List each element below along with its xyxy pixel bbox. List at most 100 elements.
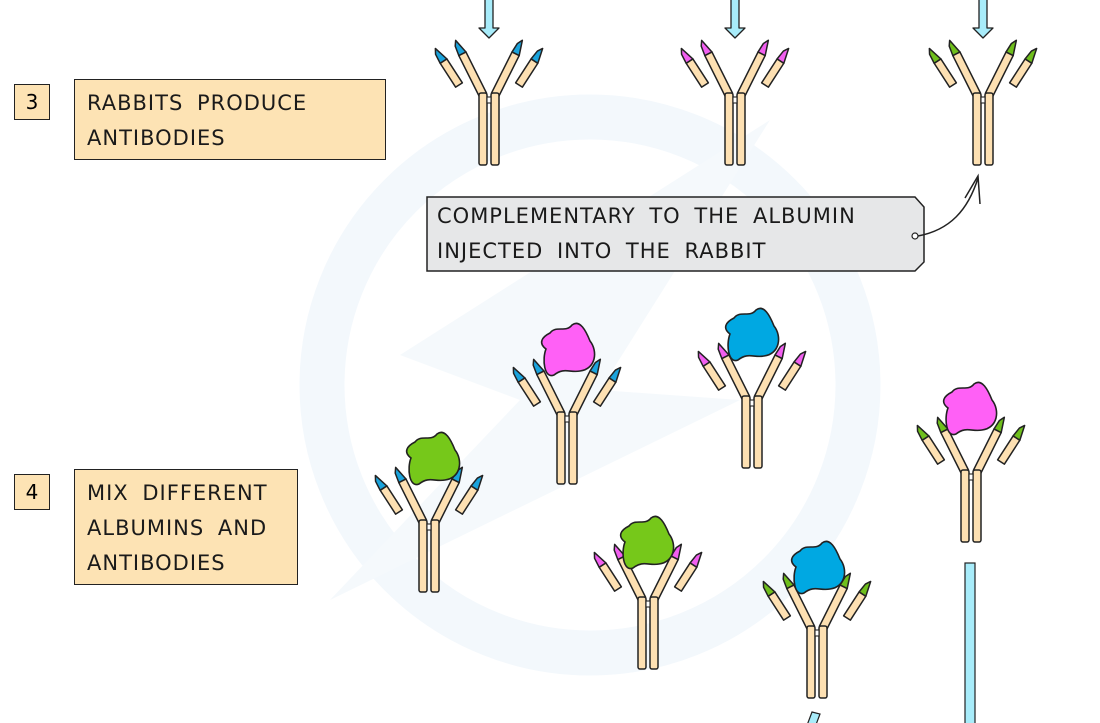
light-chain-right — [454, 474, 484, 515]
antigen-binding-tip — [757, 39, 770, 57]
albumin-6 — [942, 381, 998, 436]
stem-left — [418, 519, 428, 593]
antigen-binding-tip — [530, 47, 544, 64]
antigen-binding-tip — [776, 47, 790, 64]
light-chain-left — [434, 47, 464, 88]
antibody-albumin-complex-1 — [512, 322, 622, 485]
step4-antibody-2 — [697, 342, 807, 469]
disulfide-bridge — [980, 96, 986, 104]
light-chain-left — [916, 424, 946, 465]
light-chain-right — [514, 47, 544, 88]
albumin-2 — [724, 307, 780, 362]
antibody-albumin-complex-5 — [762, 540, 872, 699]
antigen-binding-tip — [689, 551, 703, 568]
antigen-binding-tip — [697, 350, 711, 367]
antigen-binding-tip — [717, 342, 730, 360]
down-arrow-2 — [724, 0, 746, 39]
antigen-binding-tip — [782, 572, 795, 590]
stem-right — [568, 411, 578, 485]
antigen-binding-tip — [680, 47, 694, 64]
antigen-binding-tip — [374, 474, 388, 491]
albumin-1 — [540, 322, 596, 377]
heavy-arm-left — [700, 39, 734, 98]
step3-antibody-1 — [434, 39, 544, 166]
antigen-binding-tip — [670, 543, 683, 561]
callout-box — [426, 173, 981, 272]
antigen-binding-tip — [993, 416, 1006, 434]
stem-right — [972, 469, 982, 543]
disulfide-bridge — [645, 600, 651, 608]
disulfide-bridge — [486, 96, 492, 104]
step4-antibody-4 — [593, 543, 703, 670]
heavy-arm-left — [454, 39, 488, 98]
down-arrow-shaft — [964, 562, 976, 723]
light-chain-right — [673, 551, 703, 592]
callout-text: COMPLEMENTARY TO THE ALBUMIN INJECTED IN… — [437, 199, 856, 269]
antigen-binding-tip — [394, 466, 407, 484]
step3-antibody-2 — [680, 39, 790, 166]
step-4-label: MIX DIFFERENT ALBUMINS AND ANTIBODIES — [74, 469, 298, 585]
diagonal-arrow-shaft — [807, 711, 821, 723]
light-chain-left — [512, 366, 542, 407]
stem-left — [637, 596, 647, 670]
antigen-binding-tip — [511, 39, 524, 57]
light-chain-left — [762, 580, 792, 621]
antigen-binding-tip — [762, 580, 776, 597]
light-chain-right — [996, 424, 1026, 465]
callout-line-2: INJECTED INTO THE RABBIT — [437, 239, 767, 263]
callout-line-1: COMPLEMENTARY TO THE ALBUMIN — [437, 204, 856, 228]
stem-left — [724, 92, 734, 166]
step3-antibody-3 — [928, 39, 1038, 166]
disulfide-bridge — [968, 473, 974, 481]
stem-left — [972, 92, 982, 166]
antigen-binding-tip — [1012, 424, 1026, 441]
step-number-4: 4 — [14, 474, 50, 510]
light-chain-left — [928, 47, 958, 88]
step4-antibody-1 — [512, 358, 622, 485]
antigen-binding-tip — [793, 350, 807, 367]
albumin-3 — [405, 431, 461, 486]
step-number-3: 3 — [14, 84, 50, 120]
antibody-albumin-complex-3 — [374, 431, 484, 593]
antigen-binding-tip — [512, 366, 526, 383]
antigen-binding-tip — [774, 342, 787, 360]
antigen-binding-tip — [1005, 39, 1018, 57]
step-4-line-1: MIX DIFFERENT — [87, 481, 268, 505]
down-arrow-1 — [478, 0, 500, 39]
antigen-binding-tip — [608, 366, 622, 383]
antigen-binding-tip — [470, 474, 484, 491]
disulfide-bridge — [564, 415, 570, 423]
light-chain-left — [680, 47, 710, 88]
antigen-binding-tip — [948, 39, 961, 57]
stem-right — [649, 596, 659, 670]
light-chain-right — [842, 580, 872, 621]
antigen-binding-tip — [916, 424, 930, 441]
heavy-arm-right — [490, 39, 524, 98]
antibody-albumin-complex-4 — [593, 515, 703, 670]
stem-right — [984, 92, 994, 166]
stem-right — [490, 92, 500, 166]
light-chain-left — [593, 551, 623, 592]
light-chain-right — [760, 47, 790, 88]
disulfide-bridge — [426, 523, 432, 531]
stem-left — [478, 92, 488, 166]
antigen-binding-tip — [858, 580, 872, 597]
light-chain-left — [374, 474, 404, 515]
callout-curve-arrow — [917, 177, 979, 237]
antibody-albumin-complex-6 — [916, 381, 1026, 543]
step-4-line-3: ANTIBODIES — [87, 551, 226, 575]
antibody-albumin-complex-2 — [697, 307, 807, 469]
light-chain-right — [592, 366, 622, 407]
stem-right — [818, 625, 828, 699]
antigen-binding-tip — [1024, 47, 1038, 64]
disulfide-bridge — [814, 629, 820, 637]
heavy-arm-left — [948, 39, 982, 98]
callout-arrowhead — [964, 173, 981, 205]
antigen-binding-tip — [593, 551, 607, 568]
step4-antibody-3 — [374, 466, 484, 593]
antigen-binding-tip — [532, 358, 545, 376]
stem-left — [741, 395, 751, 469]
light-chain-left — [697, 350, 727, 391]
albumin-5 — [790, 540, 846, 595]
